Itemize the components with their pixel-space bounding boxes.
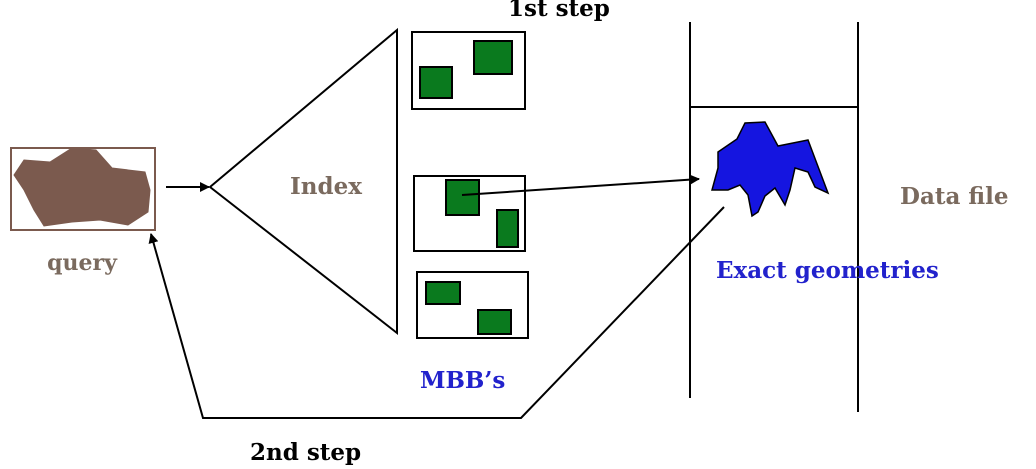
mbb-rect <box>496 209 519 248</box>
arrow-mbb-to-geometry <box>461 174 700 196</box>
exact-geometries-label: Exact geometries <box>716 257 939 284</box>
index-triangle <box>208 27 398 336</box>
query-shape <box>13 147 151 227</box>
mbb-rect <box>473 40 513 75</box>
step1-label: 1st step <box>508 0 610 22</box>
mbb-rect <box>419 66 453 99</box>
mbb-rect <box>425 281 461 305</box>
step2-label: 2nd step <box>250 439 361 466</box>
query-label: query <box>47 250 118 276</box>
mbb-rect <box>445 179 480 216</box>
data-file-structure <box>689 22 859 412</box>
index-label: Index <box>290 173 362 200</box>
exact-geometry-shape <box>711 121 830 218</box>
mbb-node-1 <box>411 31 526 110</box>
mbb-rect <box>477 309 512 335</box>
mbbs-label: MBB’s <box>420 367 505 394</box>
arrow-geometry-to-query <box>148 206 725 419</box>
mbb-node-3 <box>416 271 529 339</box>
mbb-node-2 <box>413 175 526 252</box>
data-file-label: Data file <box>900 183 1008 210</box>
query-box <box>10 147 156 231</box>
